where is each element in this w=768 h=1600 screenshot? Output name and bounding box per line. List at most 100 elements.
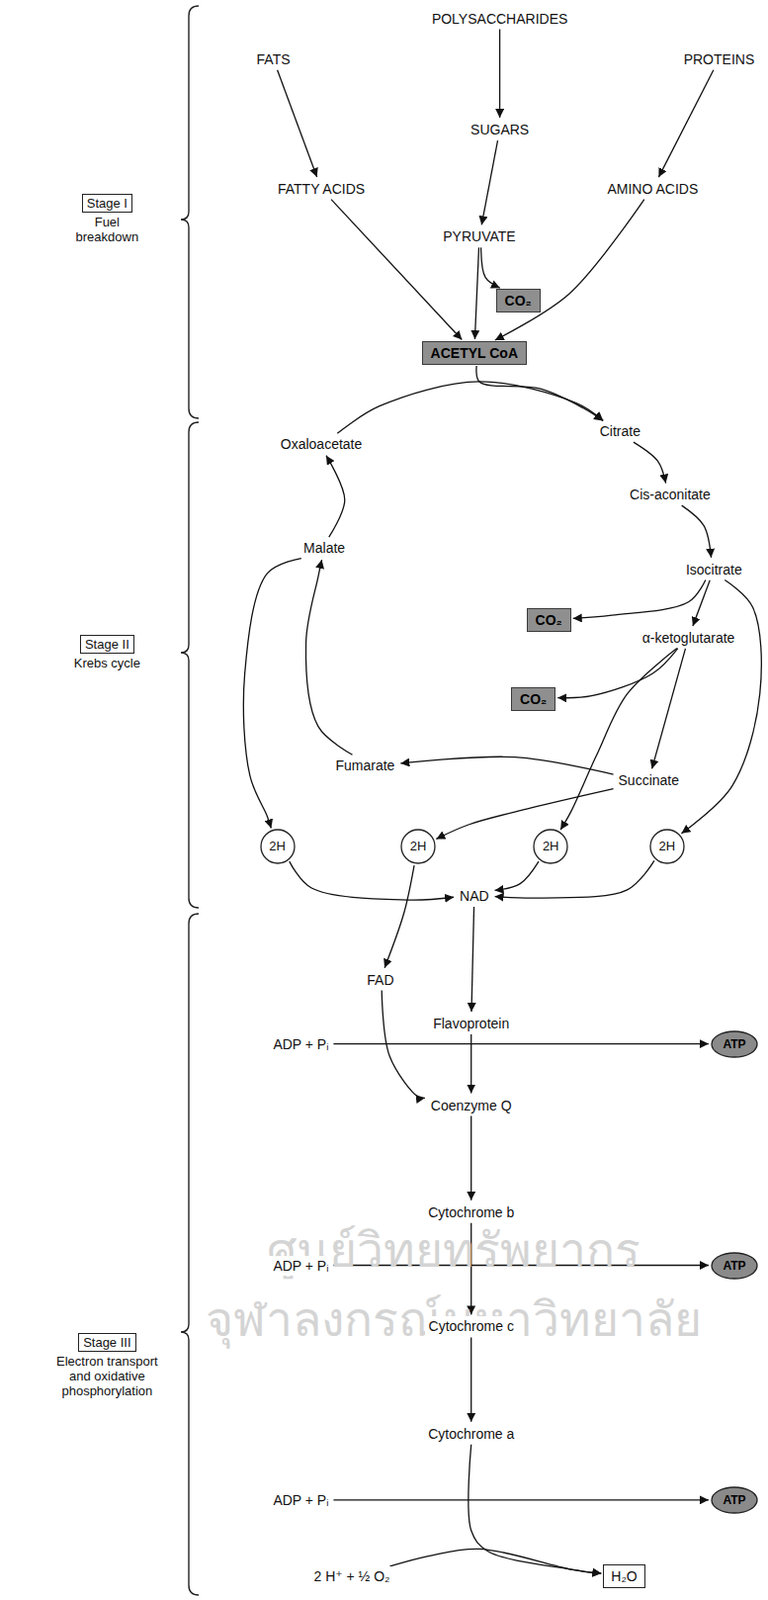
connector-arrow	[337, 381, 603, 433]
stage-bracket	[180, 422, 199, 908]
node-label: ADP + Pᵢ	[272, 1491, 329, 1508]
metabolite-label: SUGARS	[466, 119, 533, 140]
connector-arrow	[333, 1498, 709, 1500]
node-label: Stage II	[80, 634, 135, 654]
connector-arrow	[326, 455, 345, 537]
atp-oval: ATP	[710, 1029, 759, 1058]
connector-arrow	[400, 756, 613, 774]
metabolite-label: α-ketoglutarate	[638, 627, 740, 648]
metabolite-label: FATS	[253, 49, 295, 70]
metabolite-label: Succinate	[614, 769, 683, 790]
outline-shape	[711, 1030, 758, 1057]
connector-arrow	[652, 648, 686, 769]
connector-arrow	[289, 860, 454, 900]
node-label: ADP + Pᵢ	[272, 1035, 329, 1052]
metabolite-label: ADP + Pᵢ	[268, 1033, 333, 1054]
node-label: Stage III	[78, 1332, 136, 1352]
metabolite-label: Malate	[299, 537, 349, 558]
highlight-box: CO₂	[496, 288, 541, 313]
metabolite-label: PYRUVATE	[438, 226, 519, 247]
node-label: FATS	[256, 51, 291, 68]
stage-label: Stage IFuel breakdown	[42, 193, 171, 245]
node-label: FAD	[366, 971, 394, 988]
connector-arrow	[470, 1336, 472, 1421]
node-label: CO₂	[519, 690, 547, 707]
metabolite-label: FAD	[362, 969, 398, 990]
node-label: Cytochrome c	[428, 1317, 514, 1334]
node-label: Flavoprotein	[432, 1015, 510, 1031]
metabolite-label: Fumarate	[331, 755, 399, 775]
node-label: POLYSACCHARIDES	[431, 10, 568, 27]
hydrogen-circle: 2H	[649, 828, 685, 864]
highlight-box: ACETYL CoA	[422, 341, 527, 365]
connector-arrow	[331, 199, 462, 341]
stage-bracket	[180, 5, 199, 419]
metabolite-label: Citrate	[596, 421, 645, 441]
node-label: PYRUVATE	[442, 228, 515, 245]
node-label: Succinate	[618, 771, 680, 788]
metabolite-label: POLYSACCHARIDES	[427, 8, 572, 29]
connector-arrow	[495, 860, 540, 890]
connector-arrow	[389, 1547, 601, 1573]
node-label: SUGARS	[470, 121, 529, 138]
node-label: CO₂	[505, 292, 532, 309]
node-label: Malate	[303, 539, 345, 556]
connector-arrow	[495, 199, 645, 341]
stage-caption: Fuel breakdown	[67, 214, 147, 245]
node-label: ACETYL CoA	[430, 344, 518, 361]
connector-arrow	[692, 580, 710, 626]
outline-shape	[260, 829, 295, 863]
node-label: Isocitrate	[685, 561, 743, 578]
outline-shape	[650, 829, 684, 863]
node-label: 2H	[400, 828, 436, 864]
node-label: H₂O	[610, 1567, 637, 1584]
connector-arrow	[560, 648, 678, 831]
connector-arrow	[573, 580, 706, 619]
metabolite-label: Flavoprotein	[428, 1013, 513, 1033]
connector-arrow	[557, 648, 679, 698]
connector-arrow	[682, 505, 712, 558]
metabolite-label: Cytochrome a	[424, 1423, 518, 1444]
node-label: 2H	[649, 828, 685, 864]
node-label: Stage I	[82, 193, 133, 213]
node-label: Cytochrome a	[427, 1425, 514, 1442]
metabolite-label: PROTEINS	[680, 49, 760, 70]
connector-arrow	[435, 788, 613, 840]
node-label: 2 H⁺ + ½ O₂	[313, 1567, 390, 1584]
metabolite-label: Cytochrome b	[424, 1201, 518, 1222]
connector-arrow	[384, 864, 415, 968]
node-label: Coenzyme Q	[430, 1097, 512, 1113]
node-label: 2H	[259, 828, 296, 864]
connector-arrow	[243, 558, 301, 829]
connector-arrow	[474, 247, 479, 340]
stage-label: Stage IIIElectron transport and oxidativ…	[42, 1332, 171, 1398]
hydrogen-circle: 2H	[400, 828, 436, 864]
connector-arrow	[305, 559, 352, 755]
outline-shape	[533, 829, 568, 863]
connector-arrow	[633, 441, 667, 483]
node-label: ATP	[710, 1485, 759, 1514]
outline-shape	[711, 1486, 758, 1513]
metabolite-label: Cis-aconitate	[625, 484, 715, 505]
connector-arrow	[471, 906, 475, 1012]
node-label: Citrate	[599, 423, 641, 439]
node-label: 2H	[532, 828, 569, 864]
connector-arrow	[476, 365, 603, 421]
metabolite-label: FATTY ACIDS	[273, 178, 369, 199]
connector-arrow	[499, 29, 501, 118]
stage-label: Stage IIKrebs cycle	[42, 634, 171, 671]
connector-arrow	[495, 859, 655, 898]
node-label: CO₂	[535, 611, 563, 628]
outline-shape	[401, 829, 435, 863]
node-label: ADP + Pᵢ	[272, 1257, 329, 1274]
node-label: PROTEINS	[683, 51, 756, 68]
connector-arrow	[333, 1042, 709, 1044]
connector-arrow	[481, 140, 498, 225]
highlight-box: CO₂	[526, 607, 572, 632]
node-label: ATP	[710, 1029, 759, 1058]
metabolite-label: Oxaloacetate	[276, 433, 367, 454]
stage-caption: Electron transport and oxidative phospho…	[45, 1353, 170, 1398]
metabolite-label: Coenzyme Q	[426, 1095, 516, 1115]
connector-arrow	[481, 247, 501, 288]
metabolite-label: AMINO ACIDS	[602, 178, 702, 199]
